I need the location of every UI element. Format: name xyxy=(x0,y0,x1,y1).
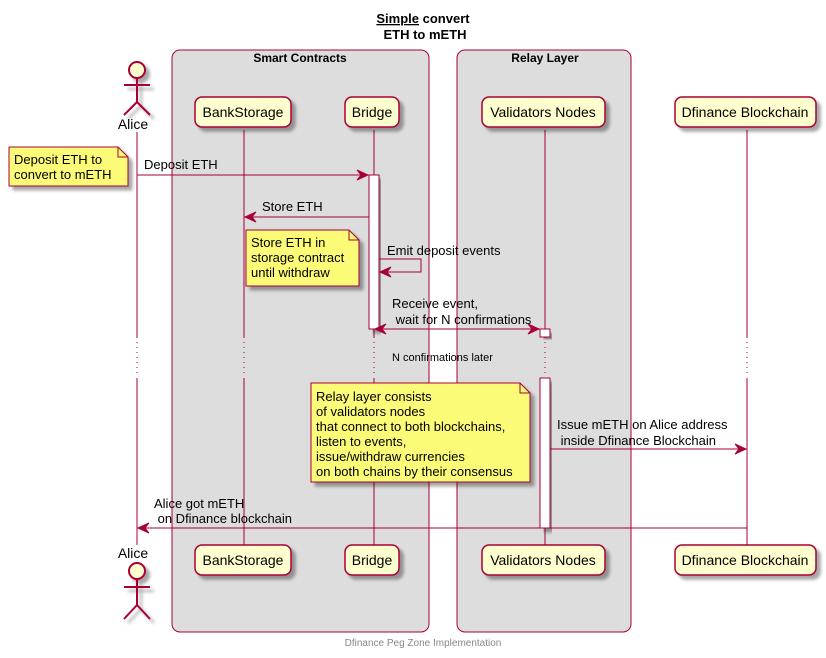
arrowhead-left-icon xyxy=(378,266,392,278)
activation-bar-validators-2 xyxy=(539,377,551,529)
message-label-line-2: inside Dfinance Blockchain xyxy=(557,433,716,448)
actor-label: Alice xyxy=(118,545,149,561)
actor-head-icon xyxy=(128,61,146,79)
arrowhead-left-icon xyxy=(373,323,387,335)
diagram-footer: Dfinance Peg Zone Implementation xyxy=(345,638,502,649)
note-line: listen to events, xyxy=(316,434,406,449)
delay-divider-label: N confirmations later xyxy=(392,352,493,364)
note-line: on both chains by their consensus xyxy=(316,464,513,479)
message-deposit-eth: Deposit ETH xyxy=(137,157,370,181)
participant-label: Validators Nodes xyxy=(490,104,596,120)
participant-dfinance-bottom: Dfinance Blockchain xyxy=(674,544,817,576)
arrowhead-right-icon xyxy=(734,443,748,455)
message-issue-meth: Issue mETH on Alice address inside Dfina… xyxy=(550,417,748,455)
participant-label: BankStorage xyxy=(203,104,284,120)
message-store-eth: Store ETH xyxy=(243,199,369,223)
title-line-2: ETH to mETH xyxy=(383,27,466,42)
svg-text:Simple convert: Simple convert xyxy=(376,11,470,26)
note-line: Store ETH in xyxy=(251,235,325,250)
message-label: Deposit ETH xyxy=(144,157,218,172)
activation-bar-validators-1 xyxy=(539,328,551,338)
message-receive-event: Receive event, wait for N confirmations xyxy=(373,296,541,335)
participant-validators-top: Validators Nodes xyxy=(481,96,606,128)
arrowhead-right-icon xyxy=(527,323,541,335)
message-label-line-2: on Dfinance blockchain xyxy=(154,511,292,526)
note-line: Relay layer consists xyxy=(316,389,432,404)
message-label: Store ETH xyxy=(262,199,323,214)
participant-dfinance-top: Dfinance Blockchain xyxy=(674,96,817,128)
arrowhead-left-icon xyxy=(136,522,150,534)
message-label-line-1: Issue mETH on Alice address xyxy=(557,417,728,432)
title-underlined-word: Simple xyxy=(376,11,419,26)
message-label: Emit deposit events xyxy=(387,243,501,258)
message-label-line-2: wait for N confirmations xyxy=(392,312,532,327)
box-smart-contracts: Smart Contracts xyxy=(171,49,430,633)
participant-label: Bridge xyxy=(352,104,393,120)
participant-label: Dfinance Blockchain xyxy=(682,104,809,120)
participant-bridge-top: Bridge xyxy=(344,96,400,128)
message-label-line-1: Alice got mETH xyxy=(154,496,244,511)
note-line: storage contract xyxy=(251,250,345,265)
participant-label: BankStorage xyxy=(203,552,284,568)
note-relay-layer: Relay layer consists of validators nodes… xyxy=(310,382,531,483)
box-relay-layer: Relay Layer xyxy=(456,49,632,633)
note-store-eth: Store ETH in storage contract until with… xyxy=(245,229,360,287)
actor-alice-top: Alice xyxy=(118,61,151,132)
arrowhead-left-icon xyxy=(243,211,257,223)
message-label-line-1: Receive event, xyxy=(392,296,478,311)
box-label: Relay Layer xyxy=(511,51,579,65)
actor-alice-bottom: Alice xyxy=(118,545,151,620)
activation-bar-bridge xyxy=(368,174,380,330)
participant-bankstorage-bottom: BankStorage xyxy=(194,544,292,576)
participant-bankstorage-top: BankStorage xyxy=(194,96,292,128)
note-line: that connect to both blockchains, xyxy=(316,419,505,434)
participant-bridge-bottom: Bridge xyxy=(344,544,400,576)
title-rest: convert xyxy=(419,11,470,26)
participant-label: Dfinance Blockchain xyxy=(682,552,809,568)
actor-head-icon xyxy=(128,562,146,580)
note-line: issue/withdraw currencies xyxy=(316,449,465,464)
participant-label: Bridge xyxy=(352,552,393,568)
actor-label: Alice xyxy=(118,116,149,132)
message-alice-got-meth: Alice got mETH on Dfinance blockchain xyxy=(136,496,747,534)
box-label: Smart Contracts xyxy=(253,51,347,65)
note-line: convert to mETH xyxy=(14,167,112,182)
note-line: until withdraw xyxy=(251,265,330,280)
note-line: Deposit ETH to xyxy=(14,152,102,167)
arrowhead-right-icon xyxy=(356,169,370,181)
note-deposit-eth: Deposit ETH to convert to mETH xyxy=(8,146,129,187)
participant-validators-bottom: Validators Nodes xyxy=(481,544,606,576)
note-line: of validators nodes xyxy=(316,404,426,419)
diagram-title: Simple convert ETH to mETH xyxy=(376,11,470,42)
participant-label: Validators Nodes xyxy=(490,552,596,568)
message-emit-deposit-events: Emit deposit events xyxy=(378,243,501,278)
